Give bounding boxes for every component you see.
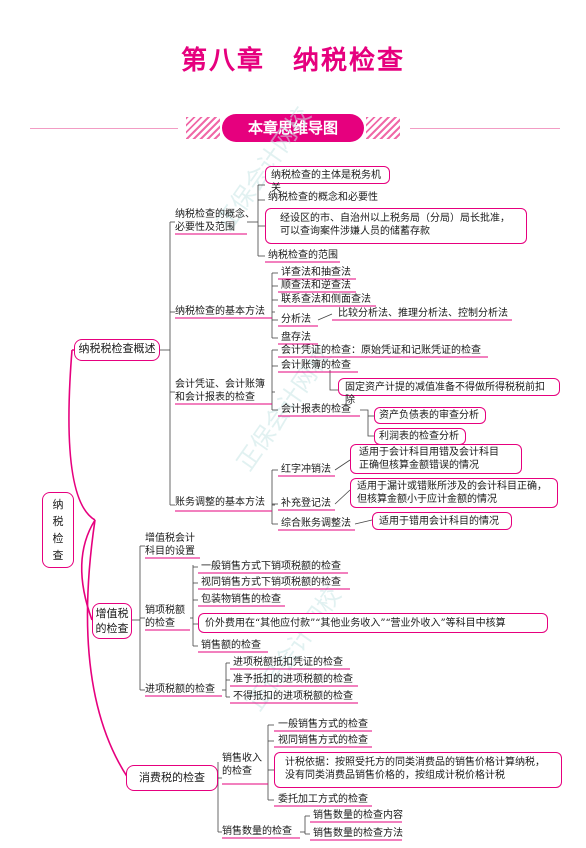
root-char: 纳: [52, 498, 64, 511]
node-vat-output-line: 销项税额: [145, 605, 185, 616]
section-banner: 本章思维导图: [222, 114, 364, 142]
node-vat-line: 的检查: [95, 622, 129, 635]
node-vat-setup-line: 科目的设置: [145, 546, 195, 557]
leaf-comp: 综合账务调整法: [281, 518, 351, 529]
node-vat-setup-line: 增值税会计: [145, 533, 195, 544]
leaf-red: 红字冲销法: [281, 464, 331, 475]
node-cons-income: 销售收入 的检查: [222, 752, 262, 778]
node-concept-line: 纳税检查的概念、: [175, 209, 255, 220]
leaf-cons-income: 视同销售方式的检查: [278, 735, 368, 746]
leaf-cons-basis-line: 没有同类消费品销售价格的，按组成计税价格计税: [285, 770, 505, 781]
node-cons-income-line: 销售收入: [222, 753, 262, 764]
header-divider-right: [410, 128, 560, 129]
leaf-supp-note-line: 但核算金额小于应计金额的情况: [357, 494, 497, 505]
node-accounts-line: 和会计报表的检查: [175, 392, 255, 403]
node-methods: 纳税检查的基本方法: [175, 306, 265, 317]
leaf-subject: 纳税检查的主体是税务机关: [265, 166, 390, 194]
leaf-supp-note-line: 适用于漏计或错账所涉及的会计科目正确，: [357, 481, 547, 492]
node-adjust: 账务调整的基本方法: [175, 497, 265, 508]
leaf-red-note: 适用于会计科目用错及会计科目 正确但核算金额错误的情况: [350, 444, 522, 474]
root-node: 纳 税 检 查: [42, 492, 74, 568]
leaf-cons-basis: 计税依据：按照受托方的同类消费品的销售价格计算纳税， 没有同类消费品销售价格的，…: [274, 752, 562, 788]
leaf-scope: 纳税检查的范围: [268, 250, 338, 261]
node-cons-quantity: 销售数量的检查: [222, 826, 292, 837]
leaf-red-note-line: 正确但核算金额错误的情况: [359, 460, 479, 471]
banner-stripes-right: [366, 117, 400, 139]
leaf-cons-basis-line: 计税依据：按照受托方的同类消费品的销售价格计算纳税，: [285, 757, 545, 768]
leaf-supp-note: 适用于漏计或错账所涉及的会计科目正确， 但核算金额小于应计金额的情况: [350, 478, 558, 508]
banner-stripes-left: [186, 117, 220, 139]
node-vat: 增值税 的检查: [92, 603, 132, 639]
leaf-bank: 经设区的市、自治州以上税务局（分局）局长批准， 可以查询案件涉嫌人员的储蓄存款: [265, 208, 527, 244]
leaf-method: 详查法和抽查法: [281, 267, 351, 278]
node-concept-line: 必要性及范围: [175, 222, 235, 233]
page-title: 第八章 纳税检查: [180, 46, 405, 76]
leaf-voucher: 会计凭证的检查：原始凭证和记账凭证的检查: [281, 345, 481, 356]
node-vat-output-line: 的检查: [145, 618, 175, 629]
leaf-balance: 资产负债表的审查分析: [374, 407, 486, 424]
node-vat-setup: 增值税会计 科目的设置: [145, 532, 195, 558]
leaf-bank-line: 可以查询案件涉嫌人员的储蓄存款: [280, 226, 430, 237]
leaf-vat-sales: 销售额的检查: [201, 640, 261, 651]
node-vat-output: 销项税额 的检查: [145, 604, 185, 630]
root-char: 检: [52, 532, 64, 545]
node-vat-line: 增值税: [95, 607, 129, 620]
leaf-method: 分析法: [281, 314, 311, 325]
leaf-vat-output: 包装物销售的检查: [201, 594, 281, 605]
leaf-reports: 会计报表的检查: [281, 404, 351, 415]
node-overview: 纳税税检查概述: [74, 339, 160, 361]
leaf-comp-note: 适用于错用会计科目的情况: [372, 512, 512, 530]
leaf-vat-input: 准予抵扣的进项税额的检查: [233, 674, 353, 685]
leaf-vat-input: 进项税额抵扣凭证的检查: [233, 657, 343, 668]
leaf-cons-entrust: 委托加工方式的检查: [278, 794, 368, 805]
leaf-vat-output: 一般销售方式下销项税额的检查: [201, 561, 341, 572]
leaf-red-note-line: 适用于会计科目用错及会计科目: [359, 447, 499, 458]
leaf-concept-nec: 纳税检查的概念和必要性: [268, 192, 378, 203]
leaf-method: 盘存法: [281, 332, 311, 343]
node-concept: 纳税检查的概念、 必要性及范围: [175, 208, 255, 234]
node-consumption: 消费税的检查: [126, 765, 218, 791]
leaf-income: 利润表的检查分析: [374, 428, 466, 445]
header-divider-left: [30, 128, 178, 129]
node-accounts: 会计凭证、会计账簿 和会计报表的检查: [175, 378, 265, 404]
node-vat-input: 进项税额的检查: [145, 684, 215, 695]
leaf-cons-quantity: 销售数量的检查方法: [313, 828, 403, 839]
leaf-vat-output: 视同销售方式下销项税额的检查: [201, 577, 341, 588]
leaf-fixed: 固定资产计提的减值准备不得做所得税税前扣除: [338, 378, 560, 406]
leaf-vat-extra: 价外费用在“其他应付款”“其他业务收入”“营业外收入”等科目中核算: [198, 613, 548, 633]
leaf-analysis: 比较分析法、推理分析法、控制分析法: [338, 308, 508, 319]
leaf-books: 会计账簿的检查: [281, 360, 351, 371]
leaf-cons-income: 一般销售方式的检查: [278, 719, 368, 730]
leaf-vat-input: 不得抵扣的进项税额的检查: [233, 691, 353, 702]
leaf-supp: 补充登记法: [281, 498, 331, 509]
root-char: 查: [52, 549, 64, 562]
leaf-method: 顺查法和逆查法: [281, 280, 351, 291]
root-char: 税: [52, 515, 64, 528]
leaf-bank-line: 经设区的市、自治州以上税务局（分局）局长批准，: [280, 213, 510, 224]
node-accounts-line: 会计凭证、会计账簿: [175, 379, 265, 390]
node-cons-income-line: 的检查: [222, 766, 252, 777]
leaf-cons-quantity: 销售数量的检查内容: [313, 810, 403, 821]
leaf-method: 联系查法和侧面查法: [281, 294, 371, 305]
